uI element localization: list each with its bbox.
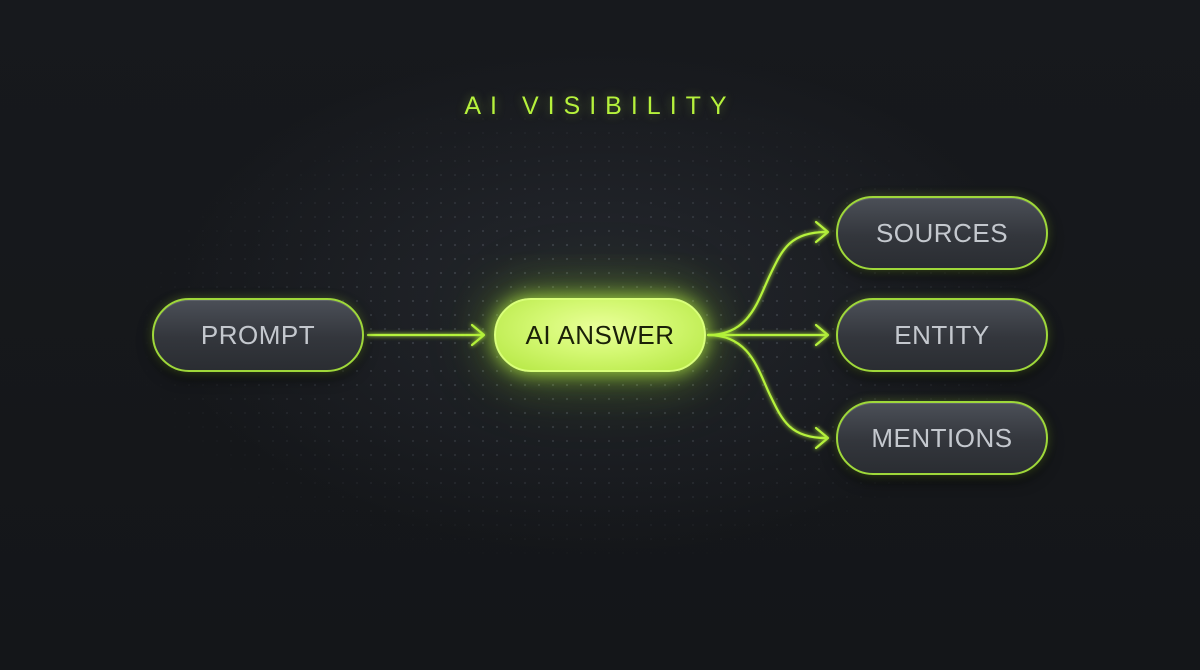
node-prompt: PROMPT <box>152 298 364 372</box>
edge-answer-to-sources <box>706 230 828 337</box>
edge-answer-to-mentions <box>706 333 828 440</box>
arrowhead-answer-icon <box>470 323 486 347</box>
node-sources: SOURCES <box>836 196 1048 270</box>
arrowhead-mentions-icon <box>814 426 830 450</box>
node-mentions: MENTIONS <box>836 401 1048 475</box>
arrowhead-entity-icon <box>814 323 830 347</box>
diagram-title: AI VISIBILITY <box>464 92 736 120</box>
arrowhead-sources-icon <box>814 220 830 244</box>
node-entity: ENTITY <box>836 298 1048 372</box>
node-ai-answer: AI ANSWER <box>494 298 706 372</box>
